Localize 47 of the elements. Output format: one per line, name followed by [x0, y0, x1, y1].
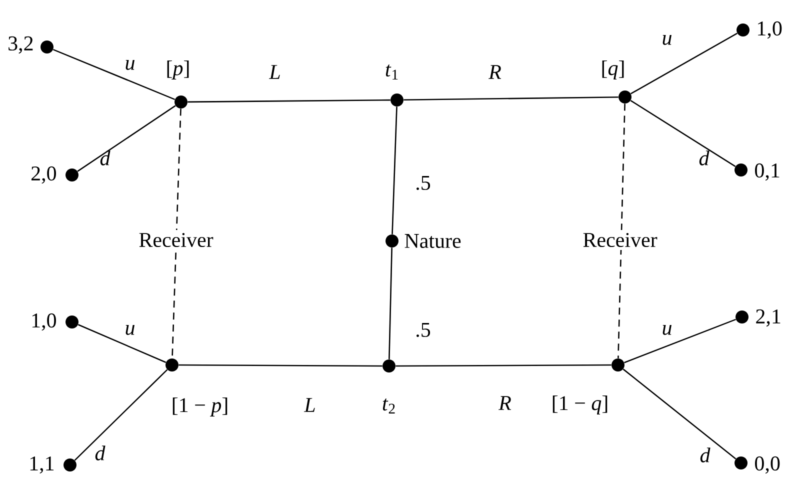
line [172, 108, 182, 358]
node-label: [p] [167, 60, 189, 80]
edge-label: u [126, 60, 134, 70]
edge-label: u [662, 325, 672, 335]
node-label: 0,1 [755, 163, 780, 181]
node-label: t$_{1}$ [386, 64, 398, 80]
node-label: 3,2 [8, 36, 33, 54]
line [404, 96, 618, 101]
node-label: [1 − q] [552, 395, 608, 415]
line [78, 324, 166, 363]
edge-label: R [488, 65, 502, 79]
edge-label: u [662, 35, 672, 45]
line [74, 369, 168, 461]
edge-label: d [100, 150, 110, 166]
node-label: 2,0 [31, 166, 56, 184]
line [624, 318, 736, 364]
node-label: 2,1 [756, 309, 780, 327]
edge-label: Receiver [136, 230, 216, 250]
line [188, 99, 390, 103]
edge-label: R [498, 396, 512, 410]
edge-label: .5 [416, 322, 430, 338]
edge-label: .5 [416, 176, 430, 190]
node-label: 1,1 [30, 456, 54, 474]
edge-label: d [700, 448, 710, 462]
node-label: 1,0 [32, 313, 56, 331]
edge-label: Receiver [580, 230, 660, 250]
line [52, 48, 176, 100]
line [77, 105, 176, 172]
node-label: [q] [602, 60, 624, 80]
edge-label: u [126, 325, 134, 335]
line [630, 100, 736, 167]
node-label: t$_{2}$ [382, 398, 395, 414]
line [178, 364, 382, 367]
line [622, 368, 736, 460]
line [618, 104, 626, 358]
line [396, 364, 612, 367]
node-label: 0,0 [755, 456, 780, 474]
edge-label: L [304, 398, 315, 412]
line [392, 106, 398, 234]
node-label: [1 − p] [172, 397, 228, 417]
edge-label: L [268, 65, 280, 79]
edge-label: d [699, 150, 710, 166]
node-label: Nature [404, 234, 461, 248]
line [388, 248, 392, 360]
edge-label: d [95, 446, 106, 460]
line [630, 32, 738, 94]
node-label: 1,0 [758, 21, 782, 39]
